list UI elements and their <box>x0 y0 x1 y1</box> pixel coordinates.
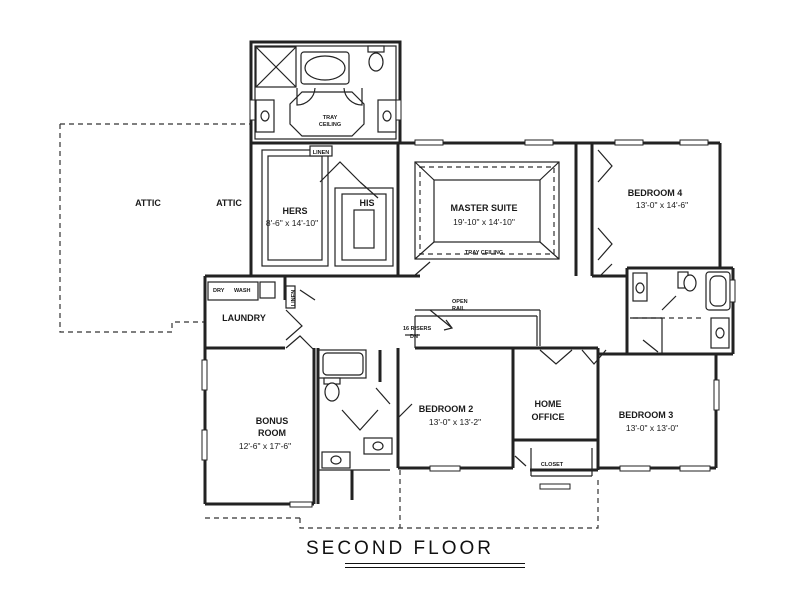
attic-label-right: ATTIC <box>216 198 242 208</box>
attic-outline <box>59 123 250 333</box>
bonus-room-label-1: BONUS <box>256 416 289 426</box>
bonus-room <box>201 335 316 508</box>
upper-wing-walls <box>249 124 735 356</box>
hers-closet-dim: 8'-6" x 14'-10" <box>266 218 318 228</box>
his-closet-label: HIS <box>359 198 374 208</box>
tray-ceiling-bath-label-2: CEILING <box>319 122 341 128</box>
linen-label-side: LINEN <box>291 290 297 307</box>
tray-ceiling-bath-label-1: TRAY <box>323 115 338 121</box>
bedroom3-dim: 13'-0" x 13'-0" <box>626 423 678 433</box>
bedroom3-label: BEDROOM 3 <box>619 410 674 420</box>
linen-label-top: LINEN <box>313 150 330 156</box>
bonus-room-dim: 12'-6" x 17'-6" <box>239 441 291 451</box>
floor-title: SECOND FLOOR <box>305 538 495 559</box>
stair-hallway <box>405 309 607 365</box>
laundry-label: LAUNDRY <box>222 313 266 323</box>
hall-bath <box>316 348 393 504</box>
master-suite-label: MASTER SUITE <box>450 203 517 213</box>
hers-closet-label: HERS <box>282 206 307 216</box>
bedroom4-dim: 13'-0" x 14'-6" <box>636 200 688 210</box>
lower-rooms-walls <box>396 279 736 490</box>
title-underline-1 <box>345 563 525 564</box>
home-office-label-2: OFFICE <box>532 412 565 422</box>
home-office-label-1: HOME <box>535 399 562 409</box>
master-bath <box>249 40 402 145</box>
lower-dashed-outline <box>205 470 599 529</box>
bedroom2-label: BEDROOM 2 <box>419 404 474 414</box>
tray-ceiling-suite-label: TRAY CEILING <box>465 250 503 256</box>
bedroom4-label: BEDROOM 4 <box>628 188 683 198</box>
attic-label-left: ATTIC <box>135 198 161 208</box>
risers-label-1: 16 RISERS <box>403 326 431 332</box>
washer-label: WASH <box>234 288 251 294</box>
closet-label: CLOSET <box>541 462 564 468</box>
bedroom2-dim: 13'-0" x 13'-2" <box>429 417 481 427</box>
laundry-room <box>203 274 316 350</box>
open-rail-label-2: RAIL <box>452 306 465 312</box>
dryer-label: DRY <box>213 288 225 294</box>
windows-top <box>249 99 709 146</box>
bonus-room-label-2: ROOM <box>258 428 286 438</box>
risers-label-2: DN <box>410 334 418 340</box>
title-underline-2 <box>345 567 525 568</box>
master-suite-dim: 19'-10" x 14'-10" <box>453 217 515 227</box>
master-suite-tray-ceiling <box>414 161 560 260</box>
open-rail-label-1: OPEN <box>452 299 468 305</box>
bedroom4-bath <box>630 271 731 354</box>
